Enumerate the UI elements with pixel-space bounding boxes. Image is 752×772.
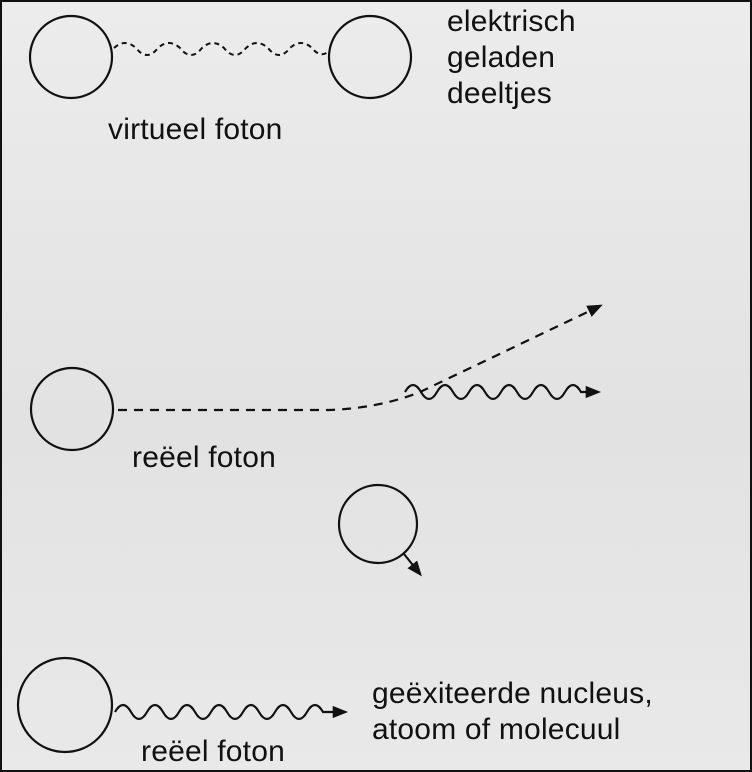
charged-particles-line-3: deeltjes: [447, 77, 553, 110]
charged-particle-right: [327, 14, 413, 100]
recoiling-particle: [337, 483, 419, 565]
virtual-photon-label: virtueel foton: [108, 113, 283, 146]
real-photon-wave-1: [404, 383, 602, 401]
real-photon-wave-2: [114, 703, 349, 721]
excited-nucleus-line-2: atoom of molecuul: [372, 713, 621, 746]
emitting-particle: [29, 366, 115, 452]
recoil-arrow: [403, 553, 422, 577]
charged-particles-line-1: elektrisch: [447, 5, 576, 38]
real-photon-label-1: reëel foton: [132, 441, 276, 474]
charged-particles-line-2: geladen: [447, 41, 556, 74]
excited-nucleus-line-1: geëxiteerde nucleus,: [372, 677, 653, 710]
charged-particles-label: elektrisch geladen deeltjes: [447, 4, 576, 112]
virtual-photon-wave: [113, 42, 329, 56]
particle-trajectory-dashed: [118, 304, 603, 412]
real-photon-label-2: reëel foton: [141, 735, 285, 768]
charged-particle-left: [28, 14, 114, 100]
excited-nucleus-circle: [16, 656, 114, 754]
excited-nucleus-label: geëxiteerde nucleus, atoom of molecuul: [372, 676, 653, 748]
